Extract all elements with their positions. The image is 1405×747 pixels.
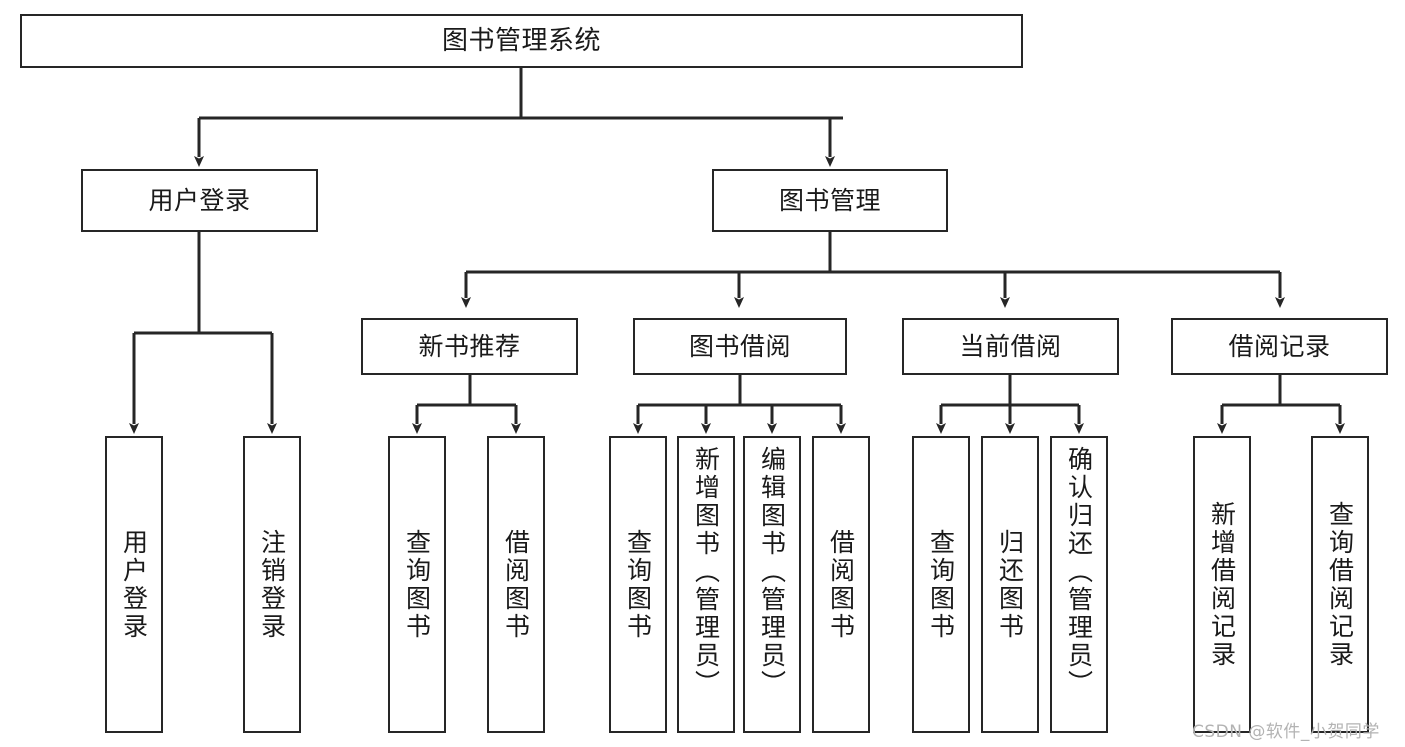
node-label: 借阅记录 — [1228, 332, 1331, 361]
node-label: 查询图书 — [623, 528, 653, 641]
node-book-borrow[interactable]: 图书借阅 — [633, 318, 847, 375]
node-label: 图书管理 — [778, 186, 881, 215]
node-label: 当前借阅 — [959, 332, 1062, 361]
leaf-borrow-record-query-record[interactable]: 查询借阅记录 — [1311, 436, 1369, 733]
node-label: 借阅图书 — [826, 528, 856, 641]
leaf-user-login-logout[interactable]: 注销登录 — [243, 436, 301, 733]
leaf-current-borrow-query-book[interactable]: 查询图书 — [912, 436, 970, 733]
node-label: 查询图书 — [402, 528, 432, 641]
node-label: 归还图书 — [995, 528, 1025, 641]
node-label: 编辑图书（管理员） — [757, 446, 787, 698]
node-book-management[interactable]: 图书管理 — [712, 169, 948, 232]
node-user-login[interactable]: 用户登录 — [81, 169, 318, 232]
leaf-borrow-record-add-record[interactable]: 新增借阅记录 — [1193, 436, 1251, 733]
leaf-book-borrow-add-book-admin[interactable]: 新增图书（管理员） — [677, 436, 735, 733]
leaf-book-borrow-borrow-book[interactable]: 借阅图书 — [812, 436, 870, 733]
node-root-book-management-system[interactable]: 图书管理系统 — [20, 14, 1023, 68]
node-label: 新增借阅记录 — [1207, 500, 1237, 669]
node-label: 用户登录 — [148, 186, 251, 215]
node-label: 确认归还（管理员） — [1064, 446, 1094, 698]
node-label: 新增图书（管理员） — [691, 446, 721, 698]
csdn-watermark: CSDN @软件_小贺同学 — [1192, 722, 1380, 742]
node-label: 图书借阅 — [688, 332, 791, 361]
leaf-new-book-query-book[interactable]: 查询图书 — [388, 436, 446, 733]
node-label: 借阅图书 — [501, 528, 531, 641]
leaf-current-borrow-confirm-return-admin[interactable]: 确认归还（管理员） — [1050, 436, 1108, 733]
leaf-new-book-borrow-book[interactable]: 借阅图书 — [487, 436, 545, 733]
leaf-book-borrow-edit-book-admin[interactable]: 编辑图书（管理员） — [743, 436, 801, 733]
leaf-user-login-login[interactable]: 用户登录 — [105, 436, 163, 733]
node-borrow-record[interactable]: 借阅记录 — [1171, 318, 1388, 375]
leaf-book-borrow-query-book[interactable]: 查询图书 — [609, 436, 667, 733]
node-label: 用户登录 — [119, 528, 149, 641]
node-label: 查询借阅记录 — [1325, 500, 1355, 669]
node-label: 注销登录 — [257, 528, 287, 641]
node-label: 图书管理系统 — [441, 25, 601, 56]
node-current-borrow[interactable]: 当前借阅 — [902, 318, 1119, 375]
node-label: 新书推荐 — [418, 332, 521, 361]
leaf-current-borrow-return-book[interactable]: 归还图书 — [981, 436, 1039, 733]
node-new-book-recommend[interactable]: 新书推荐 — [361, 318, 578, 375]
node-label: 查询图书 — [926, 528, 956, 641]
